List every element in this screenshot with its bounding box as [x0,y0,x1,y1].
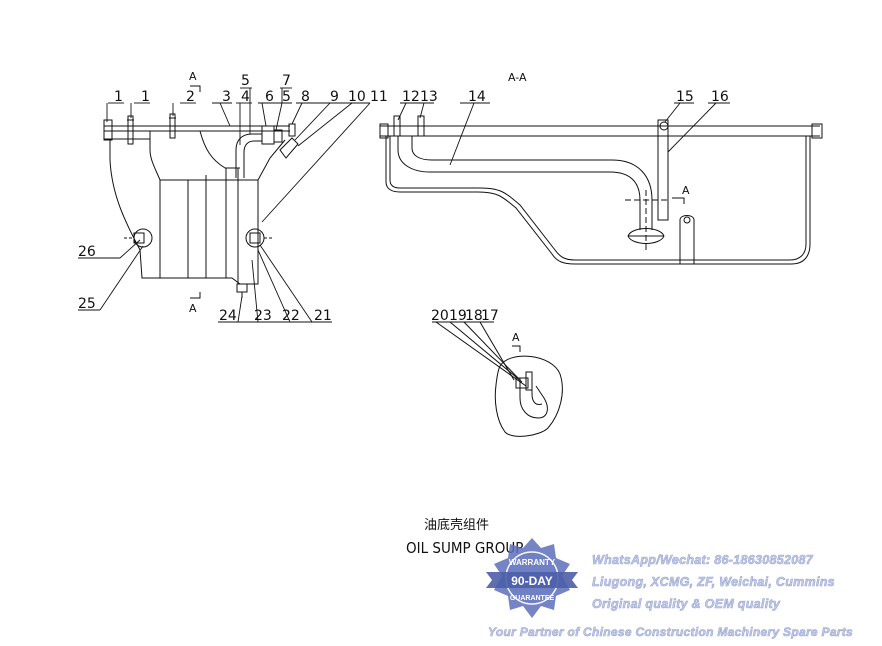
callout-10: 10 [348,89,366,105]
callout-23: 23 [254,308,272,324]
watermark: WARRANTY 90-DAY GUARANTEE WhatsApp/Wecha… [486,538,853,639]
callout-3: 3 [222,89,231,105]
seal-top-text: WARRANTY [509,558,556,567]
callout-4: 4 [241,89,250,105]
callout-19: 19 [449,308,467,324]
sump-section-view [379,115,823,265]
watermark-slogan: Your Partner of Chinese Construction Mac… [488,625,853,639]
callout-5a: 5 [241,73,250,89]
callout-9: 9 [330,89,339,105]
callout-2: 2 [186,89,195,105]
callout-8: 8 [301,89,310,105]
seal-bottom-text: GUARANTEE [510,595,555,602]
callout-26: 26 [78,244,96,260]
section-mark-a-view: A [682,184,690,197]
callout-14: 14 [468,89,486,105]
callout-7: 7 [282,73,291,89]
callout-11: 11 [370,89,388,105]
callout-20: 20 [431,308,449,324]
sump-detail-view [432,321,563,437]
section-title-a-a: A-A [508,71,527,84]
sump-side-view [103,85,299,299]
watermark-contact: WhatsApp/Wechat: 86-18630852087 [592,553,814,567]
callout-5b: 5 [282,89,291,105]
watermark-quality: Original quality & OEM quality [592,597,781,611]
callout-6: 6 [265,89,274,105]
callout-18: 18 [465,308,483,324]
callout-12: 12 [402,89,420,105]
section-mark-a-detail: A [512,331,520,344]
title-chinese: 油底壳组件 [424,517,489,533]
section-markers: A A A A A-A [189,70,690,344]
callout-24: 24 [219,308,237,324]
callout-22: 22 [282,308,300,324]
watermark-brands: Liugong, XCMG, ZF, Weichai, Cummins [592,575,835,589]
callout-16: 16 [711,89,729,105]
warranty-seal: WARRANTY 90-DAY GUARANTEE [486,538,578,618]
section-mark-a-bottom: A [189,302,197,315]
leader-lines-right [397,102,730,166]
callout-1a: 1 [114,89,123,105]
title-english: OIL SUMP GROUP [406,539,523,557]
drawing-title: 油底壳组件 OIL SUMP GROUP [406,517,523,557]
callout-numbers: 1 1 2 3 4 5 6 5 7 8 9 10 11 12 13 14 15 … [78,73,729,324]
callout-13: 13 [420,89,438,105]
callout-15: 15 [676,89,694,105]
callout-21: 21 [314,308,332,324]
seal-center-text: 90-DAY [511,574,553,588]
callout-17: 17 [481,308,499,324]
callout-1b: 1 [141,89,150,105]
callout-25: 25 [78,296,96,312]
leader-lines-left [78,87,371,323]
section-mark-a-top: A [189,70,197,83]
